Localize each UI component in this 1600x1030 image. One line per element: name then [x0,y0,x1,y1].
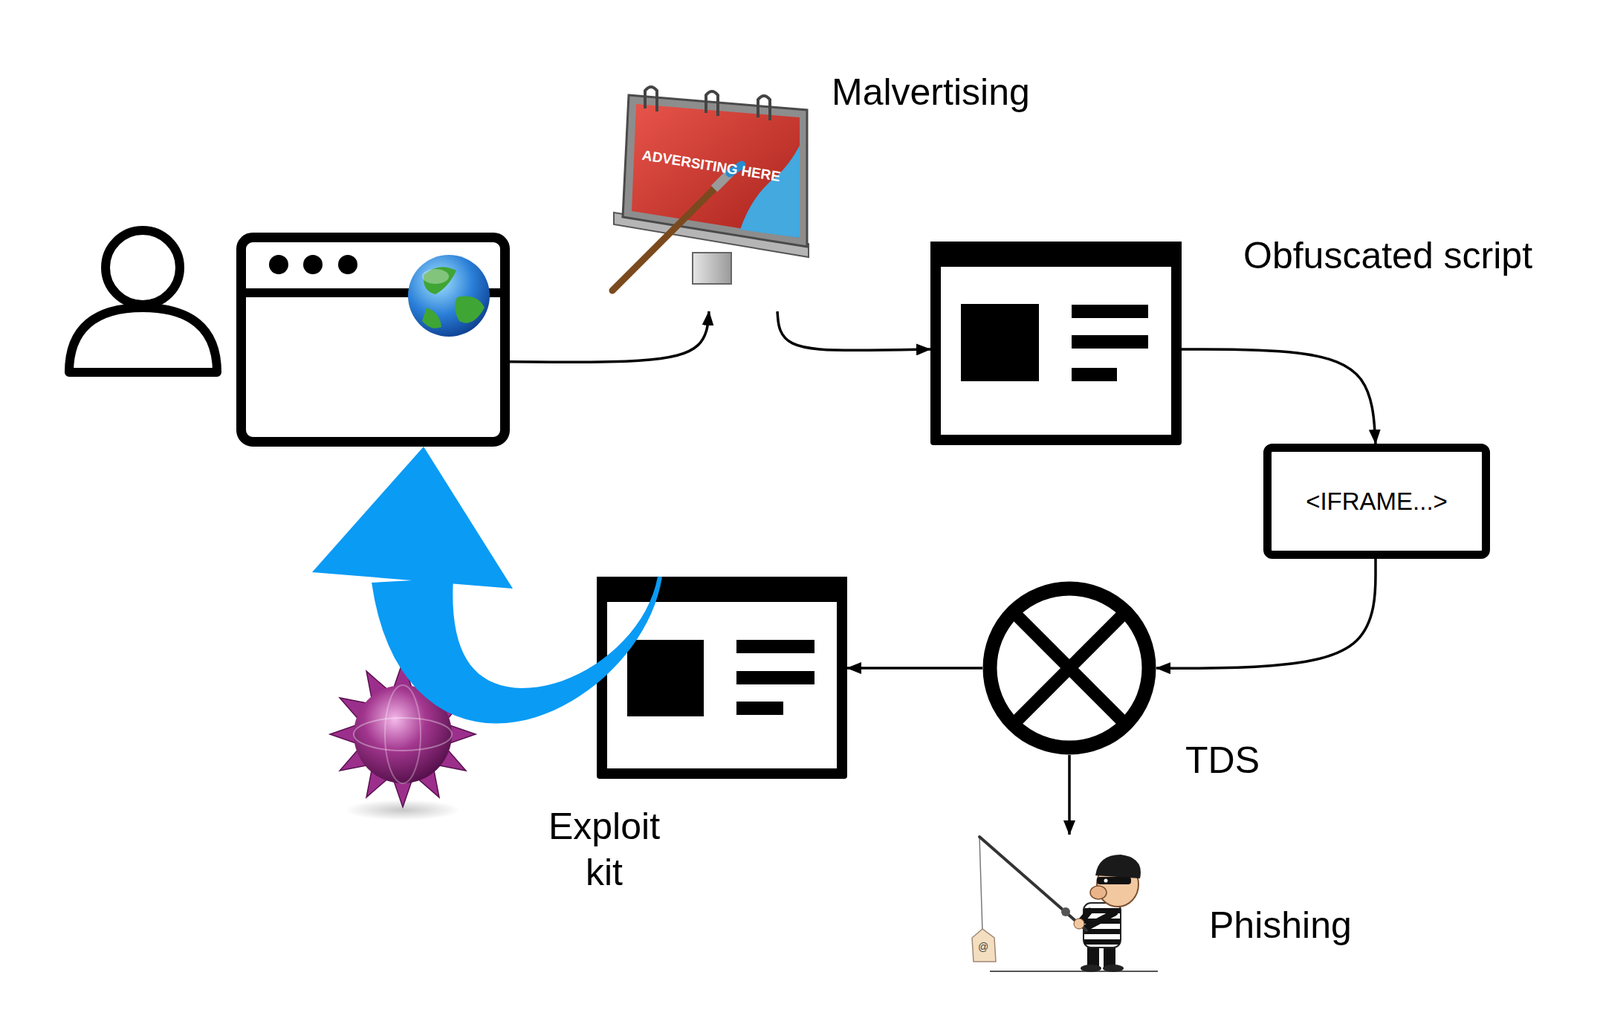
connector [509,311,709,362]
connector [1069,755,1071,835]
billboard-pole [692,252,732,284]
globe-land [454,296,485,324]
node-label: Exploit kit [533,803,675,896]
node-label: TDS [1185,738,1260,782]
malvertising-billboard: Malvertising [610,92,807,312]
tds-circle: TDS [982,581,1157,756]
billboard-clip [705,91,718,116]
connector-line [847,666,983,670]
billboard-face [631,104,800,238]
billboard-clip [758,95,770,121]
connector-line [1067,755,1071,835]
billboard-frame [622,95,808,247]
node-label: Malvertising [831,70,1031,114]
thief-shoe [1102,964,1124,973]
thief-arm [1086,912,1115,928]
thief-eye [1104,879,1109,883]
virus-line [384,685,421,784]
brush-tip [729,164,742,174]
user-head [105,230,180,305]
window-image-block [627,639,704,717]
iframe-box: <IFRAME...> [1263,443,1491,559]
connector [312,446,663,724]
browser-window [236,232,510,447]
exploit-kit-window: Exploit kit [596,576,848,779]
browser-header-line [237,288,509,298]
ground-line [989,970,1158,973]
connector [1181,349,1376,444]
globe-land [423,266,457,295]
tds-cross [1012,611,1126,724]
window-text-line [736,701,784,715]
tds-cross [1012,611,1126,724]
connector-line [1181,349,1376,444]
window-text-line [1071,335,1149,349]
tds-ring [989,588,1149,748]
user-body [69,307,217,373]
window-text-line [736,639,815,654]
connector-line [777,311,931,351]
billboard-clip [645,86,657,112]
window-image-block [960,303,1039,382]
globe-highlight [422,269,449,284]
bait-tag [972,928,996,962]
connector [847,668,983,669]
circle-outline [982,581,1157,756]
phishing-figure: Phishing [967,834,1158,972]
thief-hand [1073,918,1085,929]
virus-body [353,685,452,784]
return-arrow-shaft [371,575,663,724]
node-label: Phishing [1209,903,1352,947]
box-text: <IFRAME...> [1271,451,1482,551]
fishing-rod [979,836,1087,931]
virus-spikes [329,661,476,808]
edge-group [312,311,1376,835]
browser-dot [303,254,323,275]
browser-dot [269,254,289,275]
shirt-stripe [1084,939,1120,945]
virus-line [353,717,452,751]
window-text-line [1071,304,1149,319]
node-label: Obfuscated script [1243,234,1533,278]
paint-patch [740,145,800,238]
script-window: Obfuscated script [930,241,1182,446]
thief-shoe [1080,964,1102,973]
window-text-line [736,671,815,685]
thief-mask [1096,876,1132,885]
connector [1156,558,1376,669]
rod-reel [1061,907,1071,917]
fishing-line [979,836,983,932]
connector-line [1156,558,1376,669]
thief-nose [1090,885,1107,900]
return-arrow-head [312,446,513,589]
globe-land [422,307,442,329]
thief-cap [1095,854,1141,879]
connector-line [509,311,709,362]
browser-dot [338,254,358,275]
brush-handle [612,188,715,291]
globe [407,254,490,337]
window-text-line [1071,367,1117,382]
shirt-stripe [1084,928,1120,935]
connector [777,311,931,351]
